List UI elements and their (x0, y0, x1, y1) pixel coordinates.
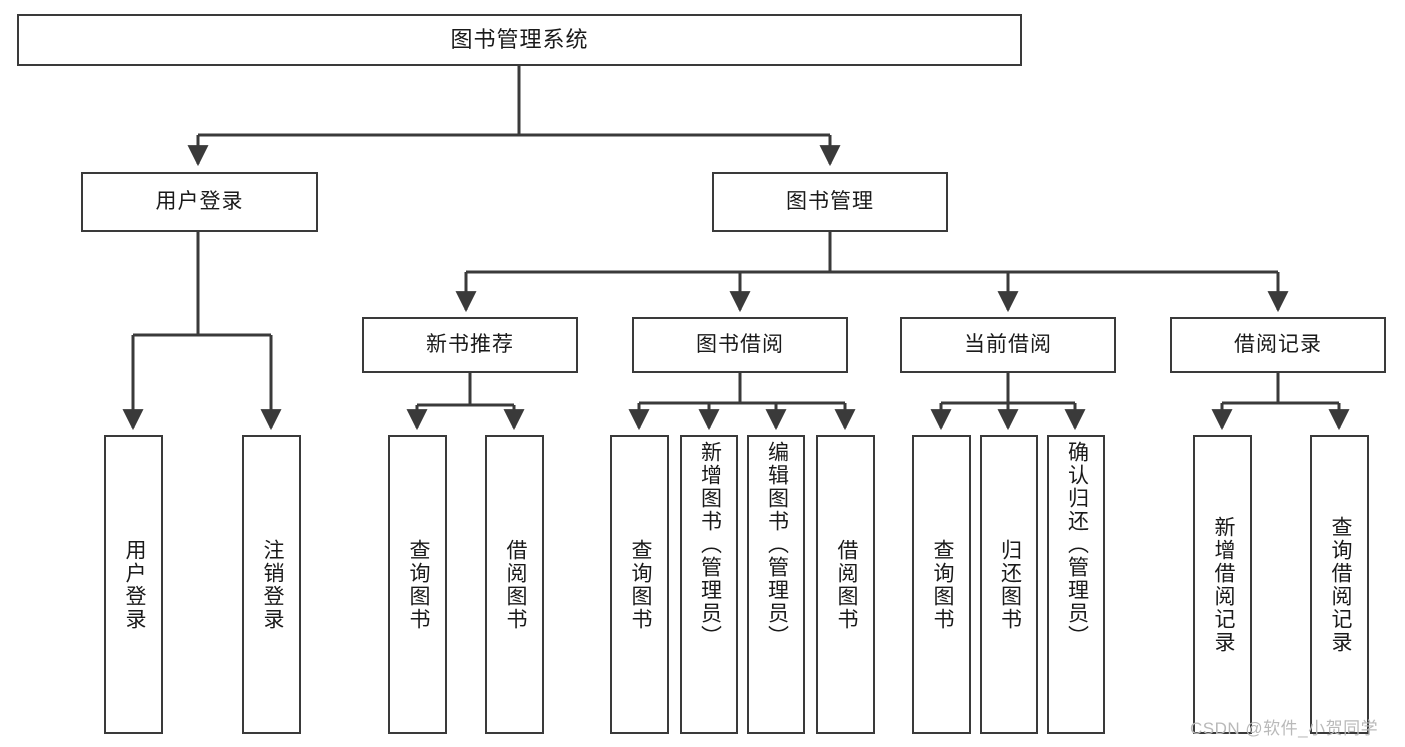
node-label: 确认归还（管理员） (1065, 441, 1089, 648)
node-leaf-return-book[interactable]: 归还图书 (980, 435, 1038, 734)
watermark-text: CSDN @软件_小贺同学 (1190, 719, 1379, 738)
node-leaf-query-book-new[interactable]: 查询图书 (388, 435, 447, 734)
node-root-book-management-system[interactable]: 图书管理系统 (17, 14, 1022, 66)
node-label: 图书管理 (786, 190, 874, 214)
node-label: 新书推荐 (426, 333, 514, 357)
node-label: 用户登录 (155, 190, 244, 214)
node-user-login[interactable]: 用户登录 (81, 172, 318, 232)
node-leaf-edit-book-admin[interactable]: 编辑图书（管理员） (747, 435, 805, 734)
node-label: 注销登录 (260, 538, 284, 631)
node-borrowing-record[interactable]: 借阅记录 (1170, 317, 1386, 373)
node-label: 当前借阅 (964, 333, 1052, 357)
node-leaf-confirm-return-admin[interactable]: 确认归还（管理员） (1047, 435, 1105, 734)
node-label: 查询借阅记录 (1328, 515, 1352, 654)
node-leaf-logout-login[interactable]: 注销登录 (242, 435, 301, 734)
node-leaf-add-book-admin[interactable]: 新增图书（管理员） (680, 435, 738, 734)
node-leaf-borrow-book[interactable]: 借阅图书 (816, 435, 875, 734)
node-label: 新增图书（管理员） (698, 441, 722, 648)
node-label: 查询图书 (406, 538, 430, 631)
node-current-borrowing[interactable]: 当前借阅 (900, 317, 1116, 373)
node-label: 查询图书 (930, 538, 954, 631)
node-label: 归还图书 (998, 538, 1022, 631)
node-label: 借阅图书 (503, 538, 527, 631)
node-book-management[interactable]: 图书管理 (712, 172, 948, 232)
node-new-book-recommendation[interactable]: 新书推荐 (362, 317, 578, 373)
node-label: 编辑图书（管理员） (765, 441, 789, 648)
node-label: 新增借阅记录 (1211, 515, 1235, 654)
node-leaf-borrow-book-new[interactable]: 借阅图书 (485, 435, 544, 734)
node-label: 图书借阅 (696, 333, 784, 357)
node-label: 借阅图书 (834, 538, 858, 631)
node-book-borrowing[interactable]: 图书借阅 (632, 317, 848, 373)
node-leaf-query-borrow-record[interactable]: 查询借阅记录 (1310, 435, 1369, 734)
node-label: 借阅记录 (1234, 333, 1322, 357)
node-label: 查询图书 (628, 538, 652, 631)
node-label: 用户登录 (122, 538, 146, 631)
node-label: 图书管理系统 (450, 26, 589, 52)
node-leaf-query-book-borrow[interactable]: 查询图书 (610, 435, 669, 734)
node-leaf-user-login[interactable]: 用户登录 (104, 435, 163, 734)
node-leaf-add-borrow-record[interactable]: 新增借阅记录 (1193, 435, 1252, 734)
node-leaf-query-book-current[interactable]: 查询图书 (912, 435, 971, 734)
